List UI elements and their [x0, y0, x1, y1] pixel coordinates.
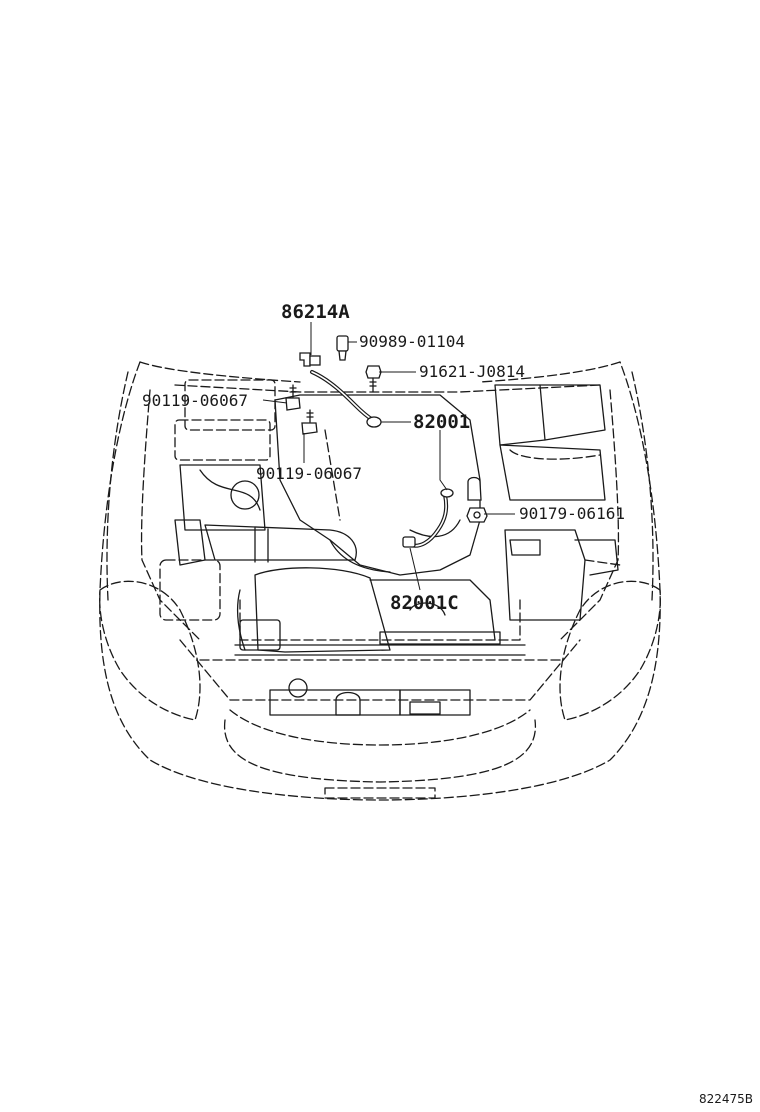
part-91621-j0814 — [365, 365, 382, 393]
car-body-outline — [99, 361, 661, 801]
leader-lines — [262, 322, 515, 591]
part-86214a — [299, 352, 321, 367]
headlight-left — [99, 580, 201, 721]
radiator-support — [234, 599, 526, 656]
callout-82001: 82001 — [413, 411, 470, 433]
air-cleaner — [236, 567, 496, 653]
part-90179-06161 — [466, 476, 488, 523]
right-box — [504, 529, 621, 621]
part-82001 — [366, 416, 382, 428]
harness-lower — [408, 493, 449, 548]
illustration-number: 822475B — [699, 1092, 753, 1106]
callout-90989-01104: 90989-01104 — [359, 332, 465, 351]
part-harness-clamp — [402, 488, 454, 548]
part-90119-upper — [285, 384, 301, 411]
callout-90119-06067-lower: 90119-06067 — [256, 464, 362, 483]
callout-82001c: 82001C — [390, 592, 459, 614]
callout-86214a: 86214A — [281, 301, 350, 323]
right-reservoir — [494, 384, 606, 501]
engine-block — [274, 394, 481, 576]
left-battery-area — [159, 379, 276, 621]
callout-91621-j0814: 91621-J0814 — [419, 362, 525, 381]
front-grille — [179, 639, 581, 799]
callout-90179-06161: 90179-06161 — [519, 504, 625, 523]
front-accessories — [269, 678, 471, 716]
part-90989-01104 — [336, 335, 349, 361]
part-90119-lower — [301, 409, 318, 435]
callout-90119-06067-upper: 90119-06067 — [142, 391, 248, 410]
headlight-right — [559, 580, 661, 721]
harness-upper — [310, 370, 375, 422]
